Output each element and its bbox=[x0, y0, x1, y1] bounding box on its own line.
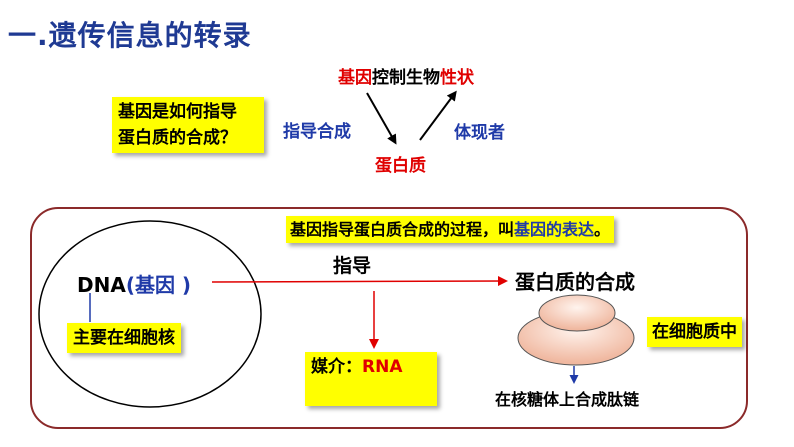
guide-synthesis-label: 指导合成 bbox=[283, 122, 351, 142]
medium-rna: RNA bbox=[362, 357, 403, 377]
medium-box: 媒介：RNA bbox=[305, 352, 437, 406]
expression-suffix: 。 bbox=[594, 220, 611, 239]
protein-synthesis-label: 蛋白质的合成 bbox=[515, 270, 635, 294]
arrow-gene-to-protein bbox=[366, 92, 397, 145]
arrow-dna-to-protein bbox=[211, 276, 508, 287]
dna-word: DNA bbox=[77, 273, 126, 297]
gene-word: 基因 bbox=[338, 68, 372, 88]
guide-label: 指导 bbox=[333, 255, 372, 277]
trait-word: 性状 bbox=[440, 68, 474, 88]
page-title: 一.遗传信息的转录 bbox=[8, 19, 252, 52]
question-line-2: 蛋白质的合成？ bbox=[118, 128, 237, 148]
protein-label: 蛋白质 bbox=[375, 156, 426, 176]
ribosome-caption: 在核糖体上合成肽链 bbox=[495, 390, 640, 409]
dna-label: DNA(基因 ) bbox=[77, 269, 191, 298]
cytoplasm-location-box: 在细胞质中 bbox=[647, 317, 742, 347]
question-line-1: 基因是如何指导 bbox=[118, 102, 237, 122]
ribosome-icon bbox=[517, 294, 635, 366]
nucleus-location-box: 主要在细胞核 bbox=[67, 323, 181, 353]
expression-highlight: 基因的表达 bbox=[514, 220, 595, 239]
question-box: 基因是如何指导 蛋白质的合成？ bbox=[112, 97, 264, 153]
expression-note: 基因指导蛋白质合成的过程，叫基因的表达。 bbox=[286, 216, 615, 243]
expression-panel bbox=[30, 207, 748, 429]
dna-gene-paren: (基因 ) bbox=[125, 273, 192, 297]
arrow-protein-to-trait bbox=[419, 90, 457, 141]
embody-label: 体现者 bbox=[454, 123, 505, 143]
medium-prefix: 媒介： bbox=[311, 357, 362, 377]
nucleus-circle bbox=[38, 220, 262, 408]
gene-controls-trait: 基因控制生物性状 bbox=[338, 63, 474, 88]
expression-prefix: 基因指导蛋白质合成的过程，叫 bbox=[290, 220, 515, 239]
control-word: 控制生物 bbox=[372, 68, 440, 88]
